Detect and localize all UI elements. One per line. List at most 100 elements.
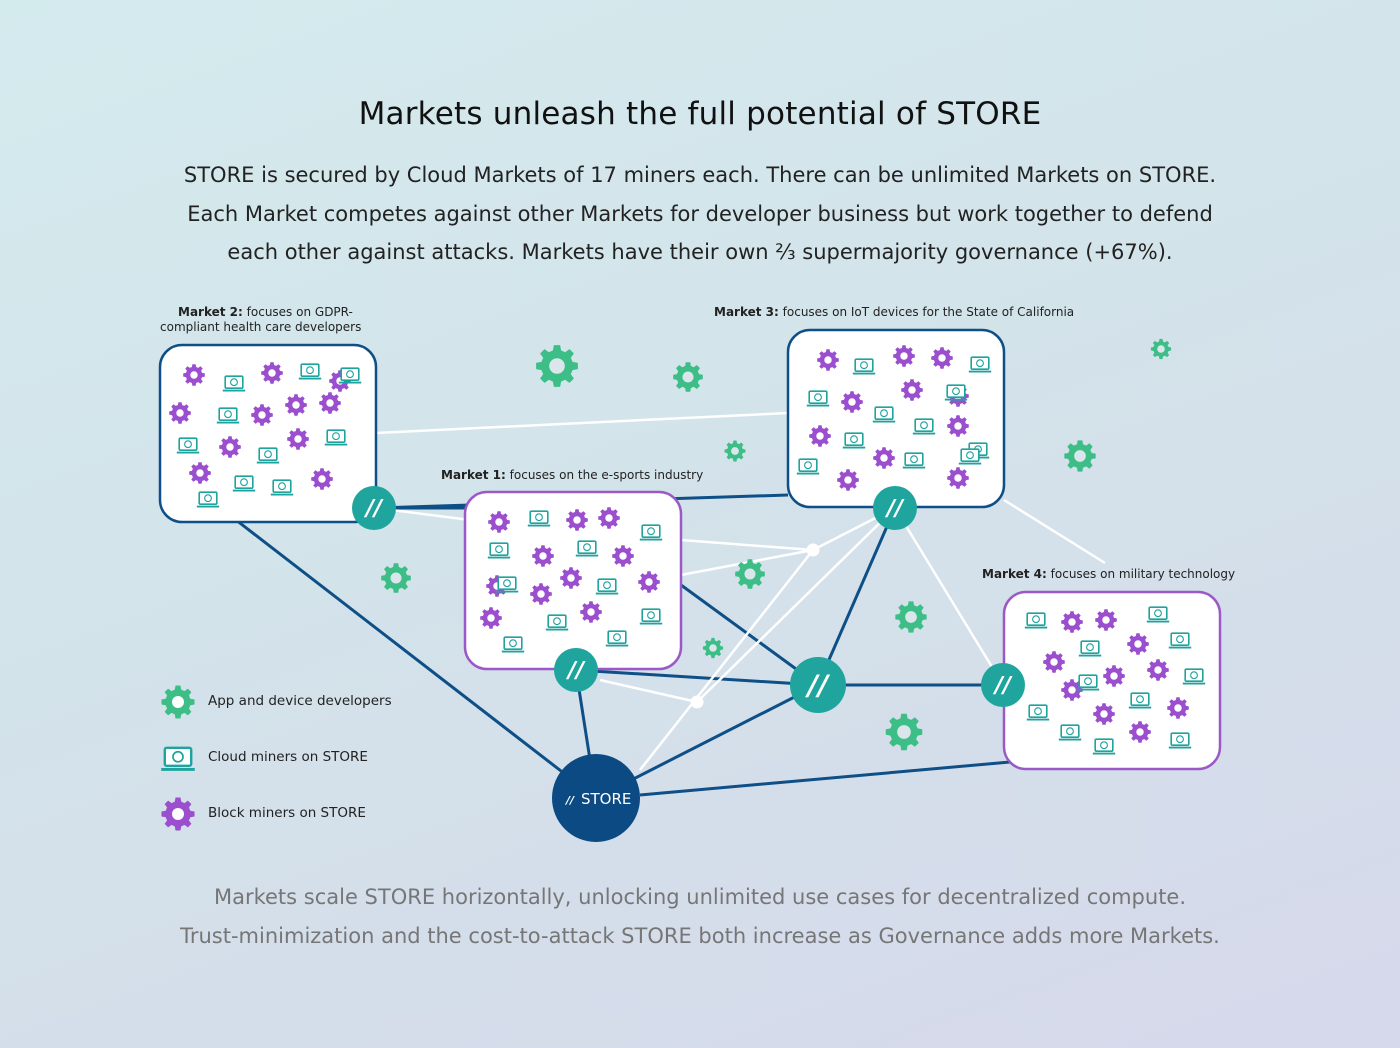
block-miner-gear-icon (1093, 703, 1115, 725)
block-miner-gear-icon (947, 467, 969, 489)
laptop-icon (805, 390, 831, 407)
outro-line: Markets scale STORE horizontally, unlock… (213, 885, 1187, 909)
laptop-icon (159, 746, 197, 771)
block-miner-gear-icon (566, 509, 588, 531)
link-line (696, 507, 896, 703)
laptop-icon (486, 542, 512, 559)
laptop-icon (215, 407, 241, 424)
market-3-label: Market 3: focuses on IoT devices for the… (714, 305, 1074, 320)
link-line (639, 549, 814, 771)
laptop-icon (1127, 692, 1153, 709)
laptop-icon (175, 437, 201, 454)
laptop-icon (526, 510, 552, 527)
link-line (1003, 498, 1106, 565)
laptop-icon (604, 630, 630, 647)
developer-gear-icon (381, 563, 411, 593)
block-miner-gear-icon (319, 392, 341, 414)
laptop-icon (500, 636, 526, 653)
market-1-name: Market 1: (441, 468, 506, 482)
market-2-desc: focuses on GDPR- (246, 305, 353, 319)
block-miner-gear-icon (1095, 609, 1117, 631)
market-members (169, 345, 1207, 755)
block-miner-gear-icon (580, 601, 602, 623)
block-miner-gear-icon (1147, 659, 1169, 681)
hub-glyph: // (363, 496, 384, 521)
block-miner-gear-icon (1127, 633, 1149, 655)
market-1-label: Market 1: focuses on the e-sports indust… (441, 468, 703, 483)
link-line (893, 507, 1005, 686)
developer-gear-icon (702, 637, 724, 659)
link-junction (690, 695, 704, 709)
block-miner-gear-icon (251, 404, 273, 426)
laptop-icon (911, 418, 937, 435)
block-miner-gear-icon (169, 402, 191, 424)
block-miner-gear-icon (1167, 697, 1189, 719)
developer-gear-icon (673, 362, 703, 392)
link-line (639, 760, 1011, 797)
laptop-icon (901, 452, 927, 469)
outro-line: Trust-minimization and the cost-to-attac… (180, 923, 1220, 948)
market-hub-icon: // (790, 657, 846, 713)
market-hub-icon: // (873, 486, 917, 530)
block-miner-gear-icon (261, 362, 283, 384)
market-4-desc: focuses on military technology (1050, 567, 1236, 581)
block-miner-gear-icon (1043, 651, 1065, 673)
market-hub-icon: // (554, 648, 598, 692)
block-miner-gear-icon (612, 545, 634, 567)
block-miner-gear-icon (1129, 721, 1151, 743)
laptop-icon (255, 447, 281, 464)
laptop-icon (544, 614, 570, 631)
link-line (680, 538, 814, 552)
network-links (235, 411, 1106, 800)
link-line (680, 548, 814, 577)
block-miner-gear-icon (480, 607, 502, 629)
market-hubs: // // // // // (352, 486, 1025, 713)
intro-line: Each Market competes against other Marke… (187, 201, 1213, 226)
legend-label: Block miners on STORE (208, 805, 366, 821)
laptop-icon (594, 578, 620, 595)
block-miner-gear-icon (189, 462, 211, 484)
link-line (680, 583, 819, 687)
developer-gear-icon (885, 713, 923, 751)
block-miner-gear-icon (532, 545, 554, 567)
link-line (375, 411, 789, 435)
green-gear-icon (161, 685, 195, 719)
intro-paragraph: STORE is secured by Cloud Markets of 17 … (100, 156, 1300, 272)
hub-glyph: // (805, 668, 831, 701)
block-miner-gear-icon (1061, 679, 1083, 701)
block-miner-gear-icon (530, 583, 552, 605)
laptop-icon (221, 375, 247, 392)
block-miner-gear-icon (817, 349, 839, 371)
laptop-icon (943, 384, 969, 401)
market-3-name: Market 3: (714, 305, 779, 319)
laptop-icon (957, 448, 983, 465)
market-1-desc: focuses on the e-sports industry (509, 468, 704, 482)
block-miner-gear-icon (931, 347, 953, 369)
laptop-icon (323, 429, 349, 446)
laptop-icon (337, 367, 363, 384)
block-miner-gear-icon (560, 567, 582, 589)
block-miner-gear-icon (837, 469, 859, 491)
block-miner-gear-icon (1103, 665, 1125, 687)
laptop-icon (297, 363, 323, 380)
laptop-icon (1145, 606, 1171, 623)
market-3-desc: focuses on IoT devices for the State of … (782, 305, 1075, 319)
market-hub-icon: // (981, 663, 1025, 707)
laptop-icon (967, 356, 993, 373)
laptop-icon (871, 406, 897, 423)
laptop-icon (795, 458, 821, 475)
developer-gear-icon (895, 601, 927, 633)
market-2-name: Market 2: (178, 305, 243, 319)
market-2-label: Market 2: focuses on GDPR- compliant hea… (160, 305, 388, 335)
block-miner-gear-icon (311, 468, 333, 490)
market-4-label: Market 4: focuses on military technology (982, 567, 1235, 582)
laptop-icon (841, 432, 867, 449)
market-hub-icon: // (352, 486, 396, 530)
laptop-icon (1025, 704, 1051, 721)
block-miner-gear-icon (1061, 611, 1083, 633)
laptop-icon (231, 475, 257, 492)
developer-gear-icon (735, 559, 765, 589)
laptop-icon (1167, 632, 1193, 649)
intro-line: STORE is secured by Cloud Markets of 17 … (183, 163, 1217, 187)
page-title: Markets unleash the full potential of ST… (358, 96, 1042, 132)
